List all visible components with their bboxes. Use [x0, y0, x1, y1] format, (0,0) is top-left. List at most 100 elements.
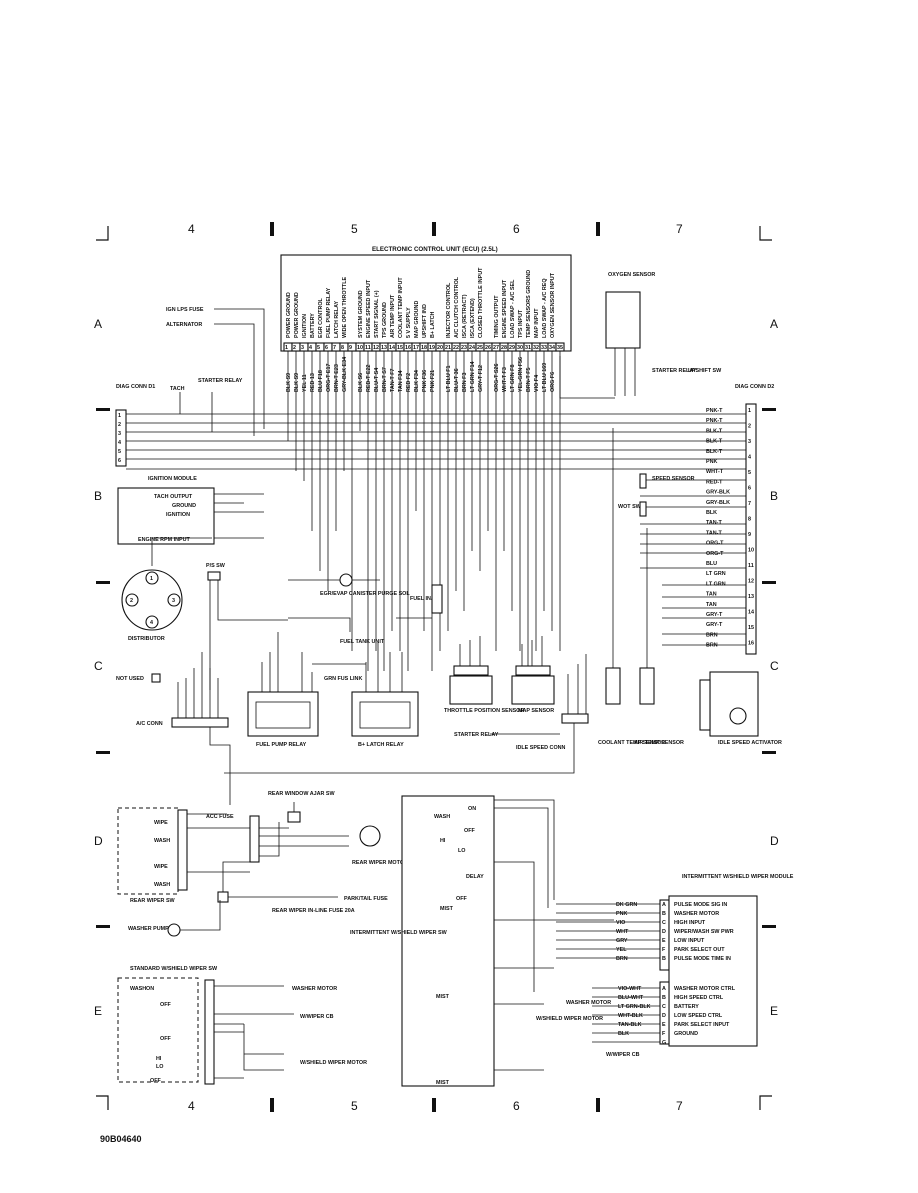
ecu-pin-function: ISCA (EXTEND) [470, 298, 476, 338]
diag-d2-wire: BLK-T [706, 449, 723, 455]
ecu-pin-function: MAP INPUT [534, 308, 540, 338]
module-pin-function: WASHER MOTOR CTRL [674, 986, 736, 992]
zone-col-7: 7 [676, 222, 683, 236]
module-pin: A [662, 986, 666, 992]
ecu-pin-number: 28 [501, 345, 507, 351]
wipe-label-2: WIPE [154, 864, 168, 870]
diag-d2-wire: BRN [706, 643, 718, 649]
module-pin: B [662, 995, 666, 1001]
lo-label-1: LO [156, 1064, 164, 1070]
ecu-title: ELECTRONIC CONTROL UNIT (ECU) (2.5L) [372, 246, 498, 253]
ecu-pin-wire: ORG F6 [550, 372, 556, 392]
diag-d1-pin: 5 [118, 449, 121, 455]
module-pin: E [662, 938, 666, 944]
diag-d2-pin: 16 [748, 641, 754, 647]
diag-d1-pin: 1 [118, 413, 121, 419]
ecu-pin-function: ENGINE SPEED INPUT [502, 279, 508, 338]
ecu-pin-wire: BLU F18 [318, 370, 324, 392]
ps-switch-egr: P/S SW EGR/EVAP CANISTER PURGE SOL [206, 563, 410, 690]
svg-text:3: 3 [172, 598, 175, 604]
w-wiper-cb-label-2: W/WIPER CB [606, 1052, 640, 1058]
module-pin-function: PARK SELECT INPUT [674, 1022, 730, 1028]
tach-output-label: TACH OUTPUT [154, 494, 193, 500]
ecu-pin-wire: BRN-T E23 [334, 364, 340, 392]
ecu-pin-function: B+ LATCH [430, 311, 436, 338]
svg-text:2: 2 [130, 598, 133, 604]
throttle-position-sensor: THROTTLE POSITION SENSOR [444, 636, 524, 714]
fuel-pump-relay: FUEL PUMP RELAY [247, 632, 319, 748]
ecu-pin-wire: BLK F34 [414, 370, 420, 392]
intermittent-module-label: INTERMITTENT W/SHIELD WIPER MODULE [682, 874, 794, 880]
ecu-pin-wire: VIO F4 [534, 375, 540, 392]
ecu-pin-function: UPSHIFT IND [422, 304, 428, 338]
module-pin-function: PARK SELECT OUT [674, 947, 725, 953]
harness-lines [126, 351, 746, 671]
ecu-pin-number: 15 [397, 345, 403, 351]
zone-col-6: 6 [513, 222, 520, 236]
oxygen-sensor: OXYGEN SENSOR [559, 272, 655, 399]
diag-d1-pin: 2 [118, 422, 121, 428]
ignition-module: IGNITION MODULE TACH OUTPUT GROUND IGNIT… [117, 476, 264, 545]
fuel-inj-tank: FUEL INJ FUEL TANK UNIT [288, 584, 443, 645]
tach-label: TACH [170, 386, 185, 392]
ecu-pin-function: LOAD SWAP - A/C SEL [510, 279, 516, 338]
module-pin-row-2: G [592, 1040, 666, 1046]
zone-col-5: 5 [351, 222, 358, 236]
egr-sol-label: EGR/EVAP CANISTER PURGE SOL [320, 591, 410, 597]
engine-rpm-input-label: ENGINE RPM INPUT [138, 537, 191, 543]
ecu-pin-function: EGR CONTROL [318, 297, 324, 338]
idle-speed-conn-label: IDLE SPEED CONN [516, 745, 566, 751]
not-used-label: NOT USED [116, 676, 144, 682]
module-pin: G [662, 1040, 666, 1046]
wipe-label-1: WIPE [154, 820, 168, 826]
wshield-wiper-motor-label: W/SHIELD WIPER MOTOR [300, 1060, 367, 1066]
zone-row-d-right: D [770, 834, 779, 848]
washer-pump-label: WASHER PUMP [128, 926, 169, 932]
starter-relay-label: STARTER RELAY [198, 378, 243, 384]
ecu-pin-wire: PNK F21 [430, 370, 436, 392]
ecu-pin: 20 [435, 342, 445, 352]
zone-col-7-bottom: 7 [676, 1099, 683, 1113]
diag-d1-pin: 4 [118, 440, 121, 446]
ecu-pin-number: 21 [445, 345, 451, 351]
module-pin: B [662, 911, 666, 917]
diag-d2-wire: BLK [706, 510, 717, 516]
ecu-pin-function: ISCA (RETRACT) [462, 294, 468, 338]
module-pin-wire: LT GRN-BLK [618, 1004, 651, 1010]
rear-wiper-section: REAR WINDOW AJAR SW ACC FUSE WIPE WASH W… [117, 791, 408, 937]
diag-d2-pin: 13 [748, 594, 754, 600]
acc-fuse-label: ACC FUSE [206, 814, 234, 820]
speed-sensor-label: SPEED SENSOR [652, 476, 695, 482]
zone-labels: 4 5 6 7 4 5 6 7 A B C D E A B C D E [94, 222, 779, 1113]
ecu-pin: 26 [483, 342, 493, 352]
fuel-inj-label: FUEL INJ [410, 596, 434, 602]
ecu-pin-wire: BRN-T S7 [382, 367, 388, 392]
zone-row-c: C [94, 659, 103, 673]
distributor-label: DISTRIBUTOR [128, 636, 165, 642]
b-latch-relay-label: B+ LATCH RELAY [358, 742, 404, 748]
ignition-module-label: IGNITION MODULE [148, 476, 197, 482]
ignition-inputs: IGN LPS FUSE ALTERNATOR [166, 307, 265, 436]
ecu-pin-function: TEMP SENSORS GROUND [526, 270, 532, 338]
speed-sensor-wot: SPEED SENSOR WOT SW [618, 473, 695, 517]
diag-d1-pin: 6 [118, 458, 121, 464]
delay-label: DELAY [466, 874, 484, 880]
fuel-pump-relay-label: FUEL PUMP RELAY [256, 742, 307, 748]
wash-label-2: WASH [154, 882, 170, 888]
svg-text:4: 4 [150, 620, 153, 626]
ground-label: GROUND [172, 503, 196, 509]
diag-d2-wire: RED-T [706, 479, 723, 485]
std-wiper-sw: STANDARD W/SHIELD WIPER SW ON OFF OFF HI… [117, 966, 367, 1085]
diag-d2-pin: 14 [748, 610, 754, 616]
diag-d2-wire: BLU [706, 561, 717, 567]
diag-d2-wire: GRY-BLK [706, 500, 730, 506]
diag-d2-wire: BLK-T [706, 439, 723, 445]
ecu-pin-function: OXYGEN SENSOR INPUT [550, 272, 556, 338]
ecu-pin-number: 27 [493, 345, 499, 351]
hi-label-1: HI [156, 1056, 162, 1062]
ecu-pin-wire: YEL-GRN F56 [518, 357, 524, 392]
alternator-label: ALTERNATOR [166, 322, 202, 328]
upshift-sw-label: UPSHIFT SW [688, 368, 722, 374]
